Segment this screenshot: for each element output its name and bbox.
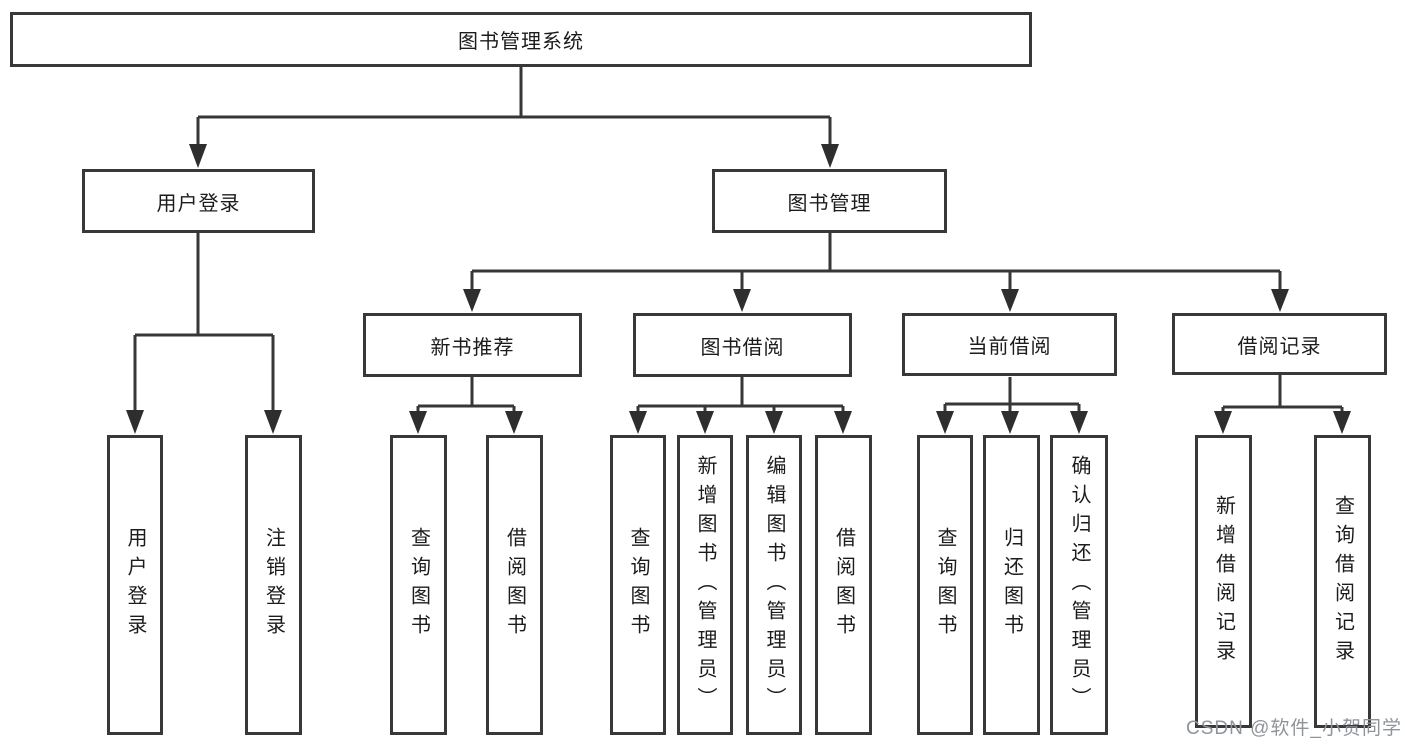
node-book-borrow: 图书借阅 (633, 313, 852, 377)
node-leaf-logout: 注销登录 (245, 435, 302, 735)
connector-user-login-to-leaves (126, 233, 282, 434)
arrow-down-icon (463, 289, 481, 312)
node-leaf-add-books-admin: 新增图书（管理员） (677, 435, 733, 735)
connector-book-mgmt-to-level3 (463, 233, 1289, 312)
connector-line (943, 377, 1081, 413)
connector-line (1221, 375, 1344, 413)
arrow-down-icon (936, 411, 954, 434)
node-leaf-user-login: 用户登录 (107, 435, 163, 735)
node-leaf-borrow-books-rec: 借阅图书 (486, 435, 543, 735)
connector-line (196, 67, 832, 146)
node-book-management: 图书管理 (712, 169, 947, 233)
node-leaf-query-books-current: 查询图书 (917, 435, 973, 735)
connector-book-borrow-to-leaves (629, 377, 852, 434)
connector-line (133, 233, 275, 412)
arrow-down-icon (821, 144, 839, 168)
arrow-down-icon (1001, 411, 1019, 434)
node-leaf-return-books: 归还图书 (983, 435, 1040, 735)
arrow-down-icon (1214, 411, 1232, 434)
connector-line (636, 377, 845, 413)
arrow-down-icon (264, 410, 282, 434)
arrow-down-icon (1001, 289, 1019, 312)
arrow-down-icon (409, 411, 427, 434)
connector-root-to-level2 (189, 67, 839, 168)
node-current-borrow: 当前借阅 (902, 313, 1117, 376)
arrow-down-icon (696, 411, 714, 434)
arrow-down-icon (733, 289, 751, 312)
arrow-down-icon (505, 411, 523, 434)
node-leaf-query-books-borrow: 查询图书 (610, 435, 666, 735)
node-leaf-query-books-rec: 查询图书 (390, 435, 447, 735)
node-user-login: 用户登录 (82, 169, 315, 233)
arrow-down-icon (126, 410, 144, 434)
node-leaf-borrow-books: 借阅图书 (815, 435, 872, 735)
node-leaf-query-borrow-record: 查询借阅记录 (1314, 435, 1371, 728)
node-borrow-record: 借阅记录 (1172, 313, 1387, 375)
node-new-book-recommend: 新书推荐 (363, 313, 582, 377)
arrow-down-icon (189, 144, 207, 168)
arrow-down-icon (1271, 289, 1289, 312)
node-leaf-confirm-return-admin: 确认归还（管理员） (1050, 435, 1108, 735)
connector-current-borrow-to-leaves (936, 377, 1088, 434)
connector-line (416, 377, 516, 413)
arrow-down-icon (765, 411, 783, 434)
connector-line (470, 233, 1282, 291)
arrow-down-icon (834, 411, 852, 434)
arrow-down-icon (629, 411, 647, 434)
arrow-down-icon (1070, 411, 1088, 434)
node-leaf-edit-books-admin: 编辑图书（管理员） (746, 435, 802, 735)
arrow-down-icon (1333, 411, 1351, 434)
connector-new-book-rec-to-leaves (409, 377, 523, 434)
connector-borrow-record-to-leaves (1214, 375, 1351, 434)
node-leaf-add-borrow-record: 新增借阅记录 (1195, 435, 1252, 728)
node-library-system: 图书管理系统 (10, 12, 1032, 67)
csdn-watermark: CSDN @软件_小贺同学 (1186, 718, 1402, 739)
